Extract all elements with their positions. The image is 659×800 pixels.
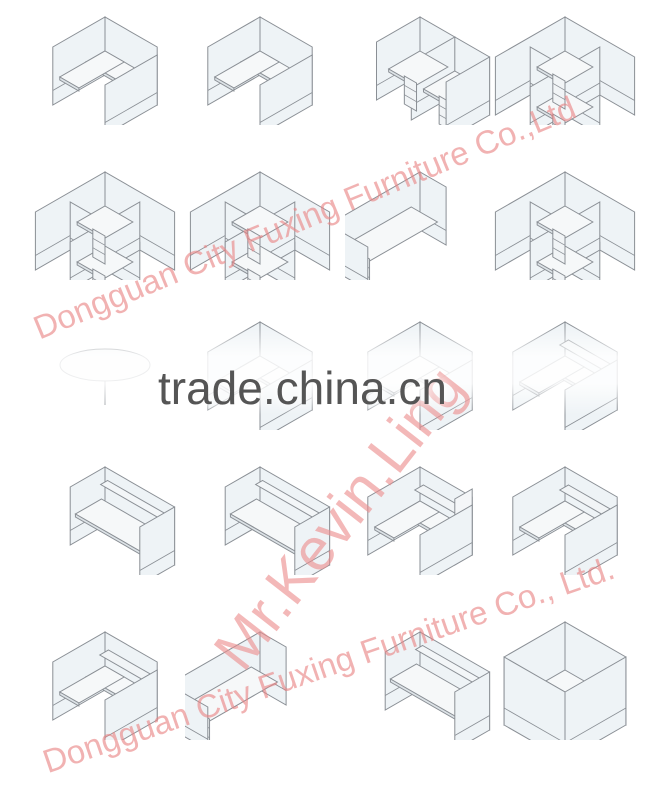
furniture-thumbnail xyxy=(185,620,335,740)
furniture-thumbnail xyxy=(30,620,180,740)
furniture-thumbnail xyxy=(185,5,335,125)
furniture-thumbnail xyxy=(490,455,640,575)
furniture-thumbnail xyxy=(490,620,640,740)
furniture-thumbnail xyxy=(490,160,640,280)
furniture-thumbnail xyxy=(345,455,495,575)
furniture-thumbnail xyxy=(185,160,335,280)
furniture-thumbnail xyxy=(30,455,180,575)
furniture-thumbnail xyxy=(30,160,180,280)
furniture-thumbnail xyxy=(345,160,495,280)
furniture-thumbnail xyxy=(30,5,180,125)
furniture-thumbnail xyxy=(490,5,640,125)
furniture-thumbnail xyxy=(185,455,335,575)
furniture-thumbnail xyxy=(345,5,495,125)
furniture-thumbnail xyxy=(345,620,495,740)
site-watermark-band xyxy=(0,325,659,415)
